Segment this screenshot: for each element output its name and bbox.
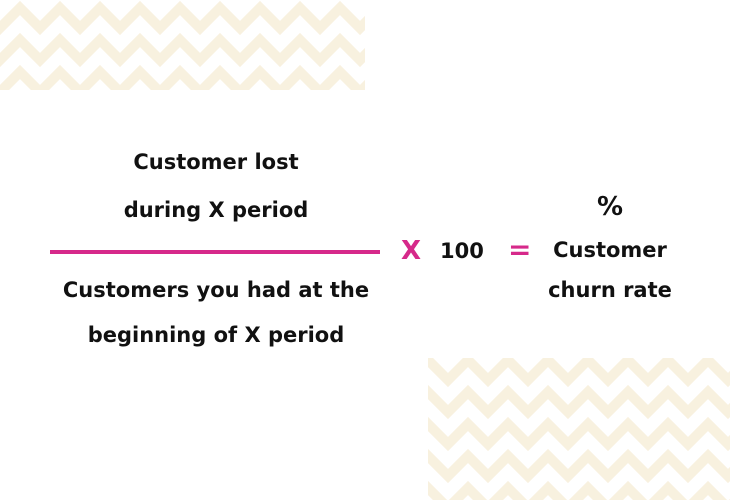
zigzag-line: [428, 448, 730, 484]
percent-symbol: %: [596, 192, 624, 222]
zigzag-line: [428, 416, 730, 452]
zigzag-line: [428, 358, 730, 388]
zigzag-line: [428, 384, 730, 420]
numerator-line-1: Customer lost: [133, 150, 299, 174]
zigzag-line: [0, 0, 365, 36]
denominator-line-1: Customers you had at the: [62, 278, 370, 302]
zigzag-pattern-svg: [0, 0, 365, 90]
zigzag-line: [0, 64, 365, 90]
zigzag-line: [0, 32, 365, 68]
zigzag-line: [428, 480, 730, 500]
equals-sign: =: [508, 233, 532, 266]
numerator-line-2: during X period: [123, 198, 309, 222]
zigzag-pattern-svg: [428, 358, 730, 500]
fraction-bar: [50, 250, 380, 254]
result-line-2: churn rate: [548, 278, 672, 302]
multiplier-value: 100: [440, 239, 484, 263]
zigzag-pattern-bottom-right: [428, 358, 730, 500]
denominator-line-2: beginning of X period: [87, 323, 345, 347]
zigzag-pattern-top-left: [0, 0, 365, 90]
multiply-sign: X: [401, 236, 422, 266]
result-line-1: Customer: [553, 238, 667, 262]
